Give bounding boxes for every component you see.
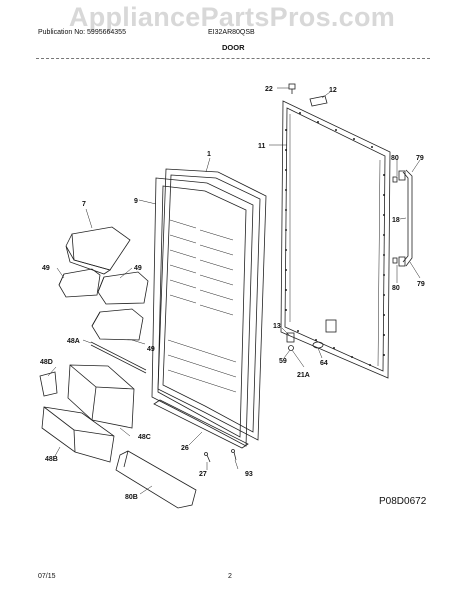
callout-1: 1 bbox=[207, 151, 211, 158]
door-bin-7 bbox=[65, 226, 131, 275]
callout-49-left: 49 bbox=[42, 265, 50, 272]
callout-7: 7 bbox=[82, 201, 86, 208]
callout-80-bottom: 80 bbox=[392, 285, 400, 292]
publication-number: Publication No: 5995664355 bbox=[38, 29, 126, 36]
dairy-door-48d bbox=[39, 371, 58, 397]
callout-48c: 48C bbox=[138, 434, 151, 441]
rail-48a bbox=[90, 341, 147, 374]
callout-labels: 1 7 9 11 12 13 18 21A 22 26 27 48A 48B 4… bbox=[40, 86, 425, 501]
bottom-trim-80b bbox=[115, 450, 197, 509]
callout-79-bottom: 79 bbox=[417, 281, 425, 288]
model-number: EI32AR80QSB bbox=[208, 29, 255, 36]
panel-screw-holes bbox=[285, 112, 385, 366]
callout-21a: 21A bbox=[297, 372, 310, 379]
callout-9: 9 bbox=[134, 198, 138, 205]
bin-48b bbox=[41, 406, 115, 463]
callout-49-lower: 49 bbox=[147, 346, 155, 353]
footer-date: 07/15 bbox=[38, 573, 56, 580]
callout-11: 11 bbox=[258, 143, 266, 150]
outer-door-panel bbox=[280, 100, 391, 379]
bottom-screws bbox=[204, 449, 237, 463]
shelf-49-left bbox=[58, 268, 101, 298]
door-liner bbox=[151, 177, 254, 447]
leader-lines bbox=[47, 87, 421, 495]
dairy-compartment-48c bbox=[67, 364, 135, 429]
shelf-49-right bbox=[97, 271, 149, 305]
shelf-49-lower bbox=[91, 308, 144, 341]
header-divider bbox=[36, 58, 430, 59]
callout-48d: 48D bbox=[40, 359, 53, 366]
bottom-retainer bbox=[153, 399, 249, 449]
callout-27: 27 bbox=[199, 471, 207, 478]
diagram-code: P08D0672 bbox=[379, 496, 427, 507]
footer-page-number: 2 bbox=[228, 573, 232, 580]
callout-80b: 80B bbox=[125, 494, 138, 501]
callout-48a: 48A bbox=[67, 338, 80, 345]
screw-22 bbox=[288, 83, 296, 94]
callout-12: 12 bbox=[329, 87, 337, 94]
callout-13: 13 bbox=[273, 323, 281, 330]
callout-48b: 48B bbox=[45, 456, 58, 463]
callout-26: 26 bbox=[181, 445, 189, 452]
callout-49-right: 49 bbox=[134, 265, 142, 272]
callout-80-top: 80 bbox=[391, 155, 399, 162]
top-trim bbox=[309, 95, 328, 107]
section-title: DOOR bbox=[222, 43, 245, 52]
callout-64: 64 bbox=[320, 360, 328, 367]
callout-79-top: 79 bbox=[416, 155, 424, 162]
callout-93: 93 bbox=[245, 471, 253, 478]
callout-22: 22 bbox=[265, 86, 273, 93]
door-handle bbox=[392, 169, 413, 267]
watermark: AppliancePartsPros.com bbox=[68, 2, 396, 32]
callout-59: 59 bbox=[279, 358, 287, 365]
callout-18: 18 bbox=[392, 217, 400, 224]
